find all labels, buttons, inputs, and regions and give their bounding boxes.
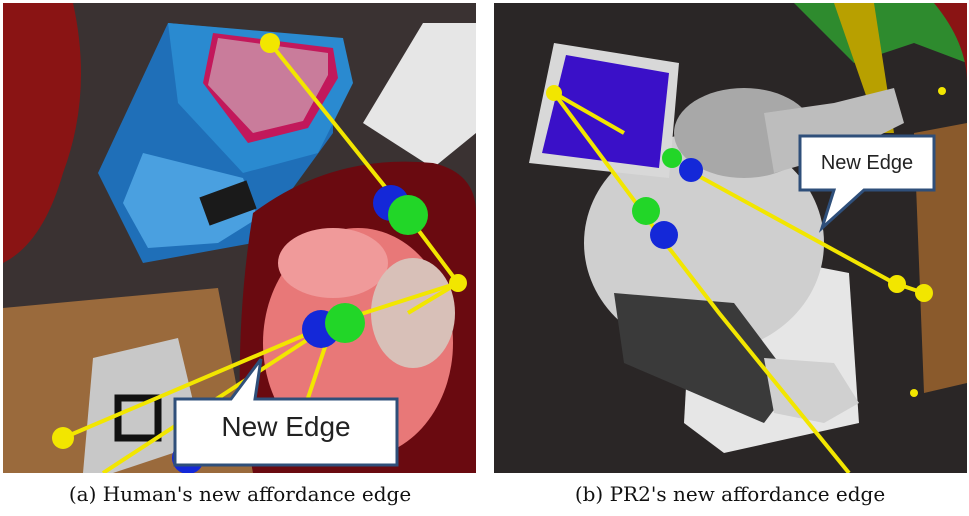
panel-pr2-scene: New Edge bbox=[494, 3, 967, 473]
joint-green bbox=[632, 197, 660, 225]
human-scene-render bbox=[3, 3, 476, 473]
edge-endpoint bbox=[449, 274, 467, 292]
robot-arm-left bbox=[614, 293, 794, 423]
robot-screen bbox=[542, 55, 669, 168]
edge-endpoint bbox=[260, 33, 280, 53]
callout-label: New Edge bbox=[221, 411, 351, 442]
human-head bbox=[371, 258, 455, 368]
red-curtain bbox=[3, 3, 81, 263]
joint-blue bbox=[650, 221, 678, 249]
caption-panel-a: (a) Human's new affordance edge bbox=[68, 482, 412, 506]
callout-label: New Edge bbox=[820, 152, 914, 174]
pr2-scene-render bbox=[494, 3, 967, 473]
edge-endpoint bbox=[546, 85, 562, 101]
joint-green bbox=[388, 195, 428, 235]
edge-endpoint bbox=[938, 87, 946, 95]
joint-green bbox=[325, 303, 365, 343]
joint-blue bbox=[679, 158, 703, 182]
edge-endpoint bbox=[888, 275, 906, 293]
edge-endpoint bbox=[52, 427, 74, 449]
joint-green bbox=[662, 148, 682, 168]
caption-panel-b: (b) PR2's new affordance edge bbox=[574, 482, 886, 506]
panel-human-scene: New Edge bbox=[3, 3, 476, 473]
callout-new-edge bbox=[173, 358, 399, 467]
edge-endpoint bbox=[910, 389, 918, 397]
white-panel bbox=[363, 23, 476, 168]
edge-endpoint bbox=[915, 284, 933, 302]
callout-new-edge bbox=[798, 134, 936, 233]
